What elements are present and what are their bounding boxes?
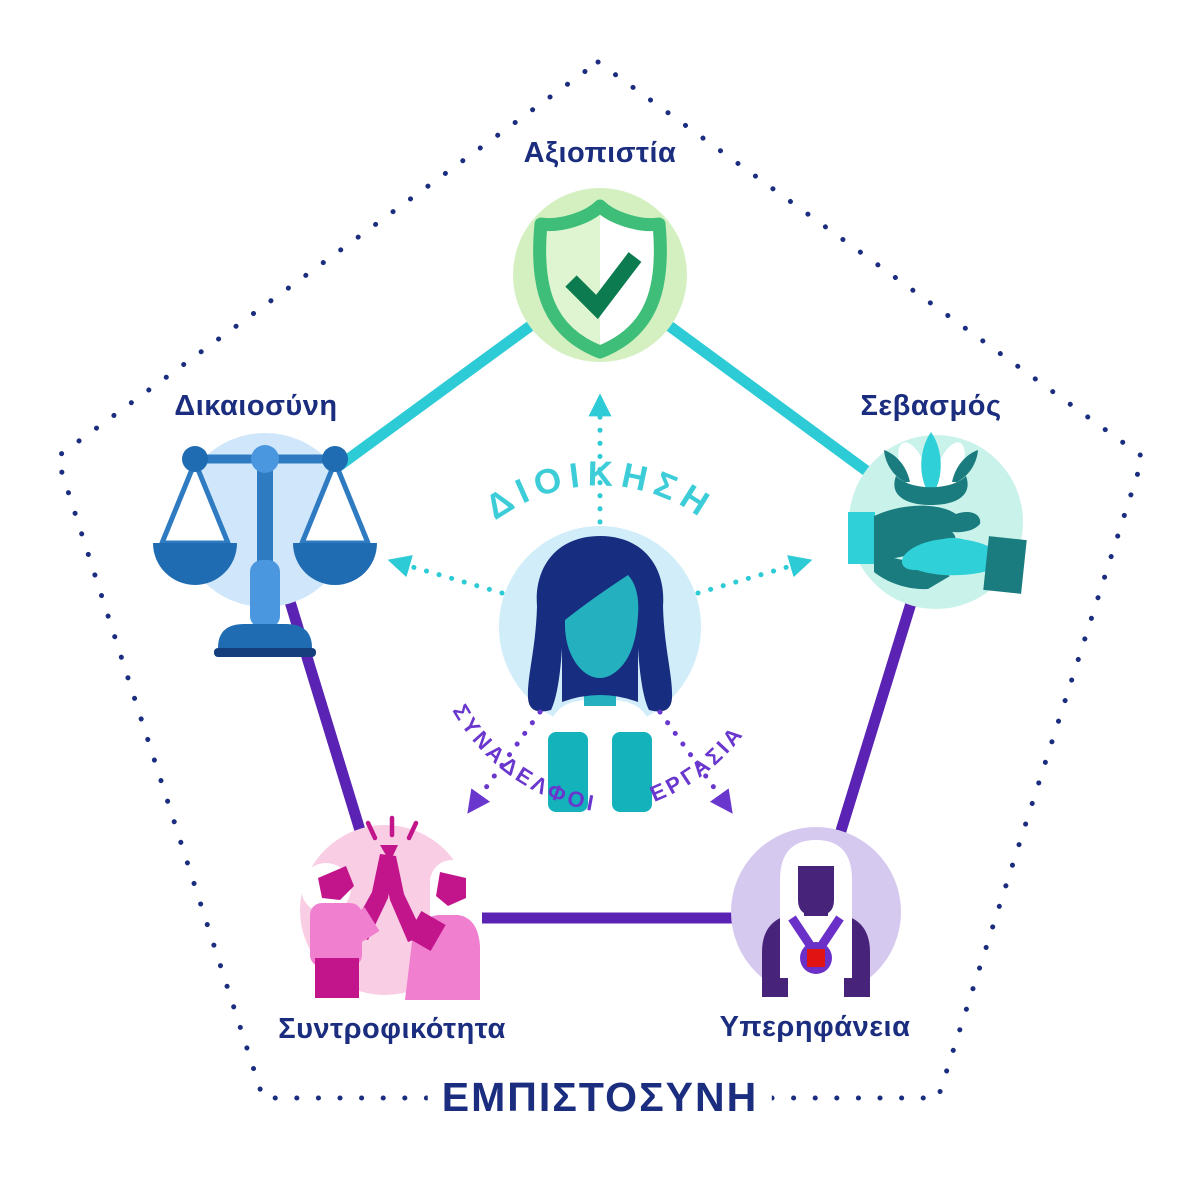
scales-of-justice-icon [153, 433, 377, 657]
center-arrows [387, 393, 813, 814]
shield-check-icon [513, 188, 687, 362]
high-five-icon [300, 815, 482, 1000]
node-label-right: Σεβασμός [860, 390, 1002, 422]
manager-woman-icon [499, 526, 701, 812]
work-arc-label: ΕΡΓΑΣΙΑ [646, 720, 749, 807]
node-label-bottom-right: Υπερηφάνεια [719, 1011, 911, 1043]
arrow-to-right-node [695, 555, 813, 596]
node-label-top: Αξιοπιστία [523, 137, 677, 169]
node-label-bottom-left: Συντροφικότητα [278, 1013, 506, 1045]
medal-person-icon [731, 827, 901, 1002]
arrow-to-left-node [387, 555, 505, 596]
medal-center [807, 949, 825, 967]
management-arc-label: ΔΙΟΙΚΗΣΗ [479, 454, 722, 527]
hands-lotus-icon [848, 432, 1027, 609]
sparkle-rays [365, 815, 419, 841]
node-label-left: Δικαιοσύνη [174, 390, 338, 422]
diagram-title: ΕΜΠΙΣΤΟΣΥΝΗ [427, 1074, 773, 1121]
checkmark-glyph [565, 252, 642, 320]
